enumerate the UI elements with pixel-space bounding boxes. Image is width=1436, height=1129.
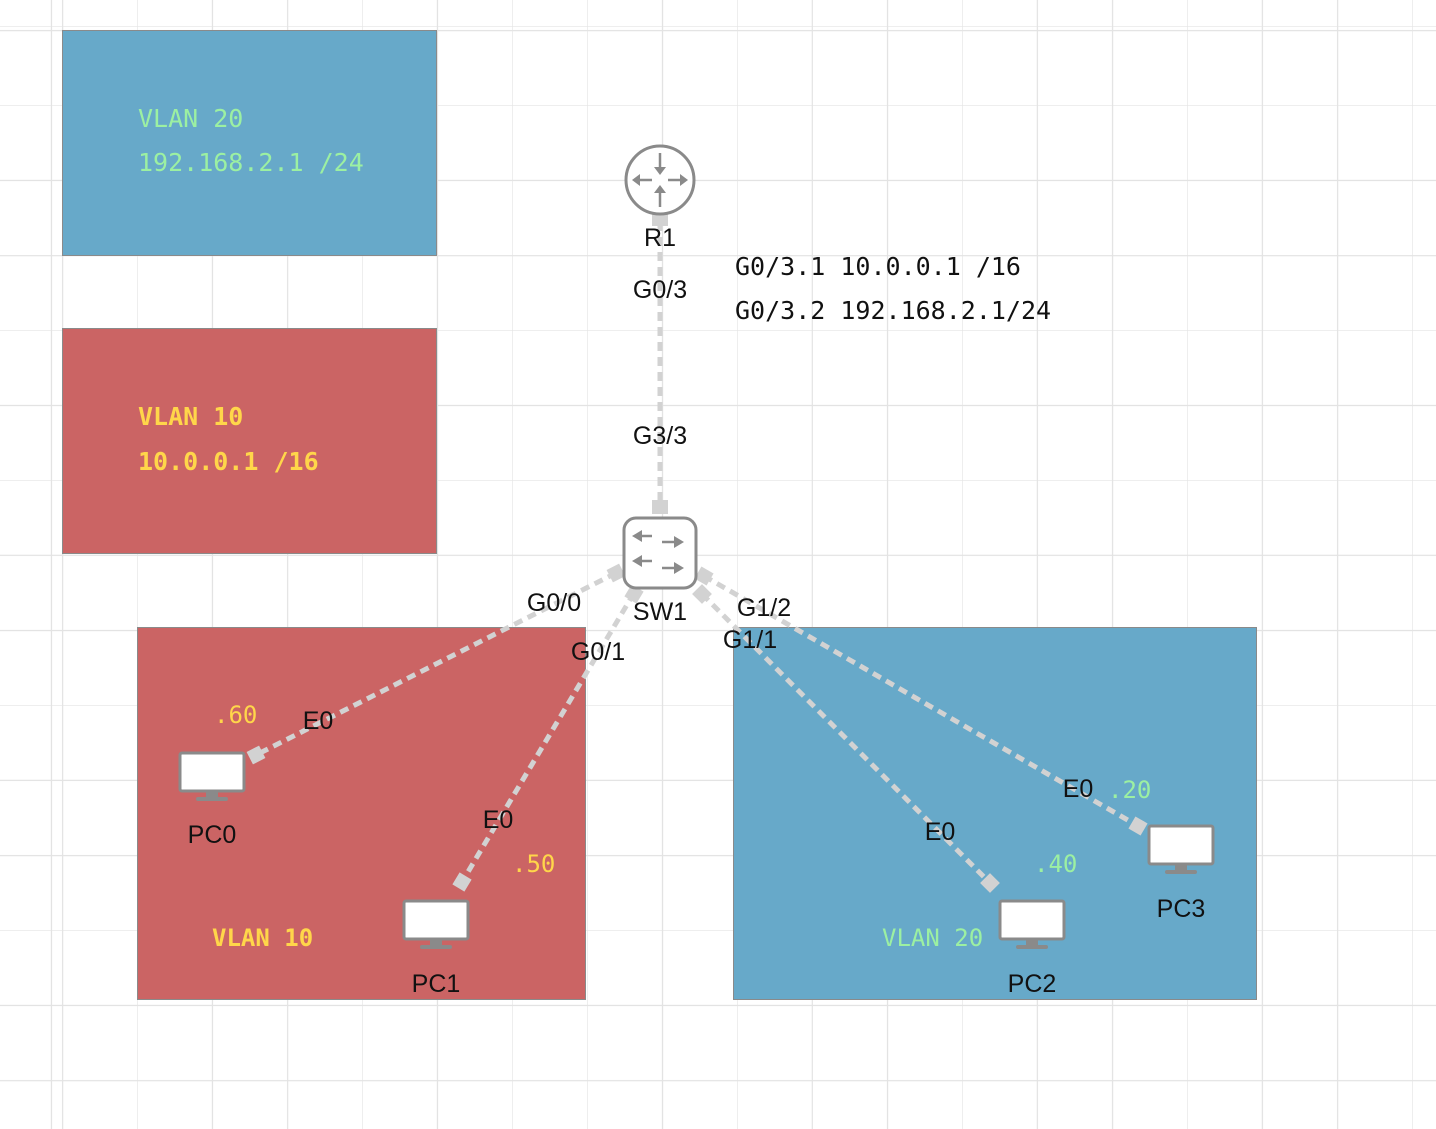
switch-port-g00: G0/0 — [526, 589, 582, 617]
pc0-name: PC0 — [187, 821, 237, 849]
link-sw1-pc3[interactable] — [702, 573, 1140, 829]
pc1-name: PC1 — [411, 970, 461, 998]
pc0-port: E0 — [302, 707, 334, 735]
switch-port-g01: G0/1 — [570, 638, 626, 666]
vlan10-zone — [137, 627, 586, 1000]
switch-uplink-label: G3/3 — [632, 422, 688, 450]
pc1-port: E0 — [482, 806, 514, 834]
monitor-icon — [1147, 824, 1215, 874]
pc0-e0-marker — [246, 745, 266, 765]
link-sw1-pc1[interactable] — [459, 591, 637, 884]
sw1-g00-marker — [606, 563, 626, 583]
vlan20-zone — [733, 627, 1257, 1000]
pc2[interactable] — [998, 899, 1066, 951]
pc2-name: PC2 — [1007, 970, 1057, 998]
monitor-icon — [178, 751, 246, 801]
switch-name: SW1 — [632, 598, 688, 626]
pc3-port: E0 — [1062, 775, 1094, 803]
router-interface-label: G0/3 — [632, 276, 688, 304]
switch-port-g11: G1/1 — [722, 626, 778, 654]
monitor-icon — [998, 899, 1066, 949]
legend-vlan10-subnet: 10.0.0.1 /16 — [138, 447, 319, 476]
switch-port-g12: G1/2 — [736, 594, 792, 622]
pc2-host: .40 — [1034, 850, 1078, 878]
legend-vlan20-subnet: 192.168.2.1 /24 — [138, 148, 364, 177]
pc3-name: PC3 — [1156, 895, 1206, 923]
switch-sw1[interactable] — [622, 516, 698, 590]
pc3-e0-marker — [1128, 816, 1148, 836]
link-sw1-pc0[interactable] — [254, 570, 618, 758]
link-sw1-pc2[interactable] — [700, 592, 992, 885]
legend-vlan10-title: VLAN 10 — [138, 402, 244, 431]
router-r1[interactable] — [622, 143, 698, 219]
legend-vlan20-box: VLAN 20 192.168.2.1 /24 — [62, 30, 437, 256]
pc1-host: .50 — [512, 850, 556, 878]
router-name: R1 — [644, 224, 676, 252]
sw1-uplink-marker — [652, 500, 668, 514]
pc1-e0-marker — [452, 872, 472, 892]
monitor-icon — [402, 899, 470, 949]
router-subinterface-1: G0/3.1 10.0.0.1 /16 — [735, 252, 1021, 281]
pc3-host: .20 — [1108, 776, 1152, 804]
sw1-g12-marker — [694, 566, 714, 586]
vlan20-zone-label: VLAN 20 — [882, 924, 984, 952]
r1-port-marker — [652, 214, 668, 226]
switch-icon — [622, 516, 698, 590]
pc3[interactable] — [1147, 824, 1215, 876]
pc2-port: E0 — [924, 818, 956, 846]
pc0[interactable] — [178, 751, 246, 803]
pc1[interactable] — [402, 899, 470, 951]
router-icon — [624, 144, 696, 216]
pc0-host: .60 — [214, 701, 258, 729]
vlan10-zone-label: VLAN 10 — [212, 924, 314, 952]
legend-vlan10-box: VLAN 10 10.0.0.1 /16 — [62, 328, 437, 554]
router-subinterface-2: G0/3.2 192.168.2.1/24 — [735, 296, 1052, 325]
legend-vlan20-title: VLAN 20 — [138, 104, 244, 133]
